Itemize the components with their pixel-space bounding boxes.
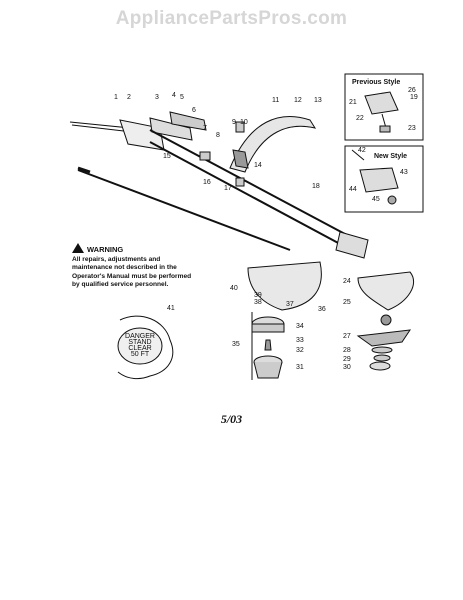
part-label: 22 [356, 115, 364, 122]
part-label: 19 [410, 94, 418, 101]
warning-icon [72, 243, 84, 253]
danger-decal [117, 327, 163, 365]
part-label: 29 [343, 356, 351, 363]
part-label: 9 [232, 119, 236, 126]
part-label: 18 [312, 183, 320, 190]
part-label: 1 [114, 94, 118, 101]
watermark: AppliancePartsPros.com [115, 8, 348, 29]
new-style-title: New Style [374, 153, 407, 160]
previous-style-box [344, 73, 424, 141]
part-label: 30 [343, 364, 351, 371]
warning-title: WARNING [87, 245, 124, 254]
part-label: 5 [180, 94, 184, 101]
part-label: 32 [296, 347, 304, 354]
part-label: 40 [230, 285, 238, 292]
part-label: 27 [343, 333, 351, 340]
guard [247, 261, 322, 311]
part-label: 37 [286, 301, 294, 308]
revision-date: 5/03 [220, 412, 243, 426]
part-label: 3 [155, 94, 159, 101]
part-label: 24 [343, 278, 351, 285]
part-label: 15 [163, 153, 171, 160]
part-label: 31 [296, 364, 304, 371]
part-label: 23 [408, 125, 416, 132]
previous-style-title: Previous Style [352, 79, 400, 86]
part-label: 44 [349, 186, 357, 193]
drive-shaft [77, 169, 291, 251]
blade-guard [357, 271, 415, 311]
part-label: 13 [314, 97, 322, 104]
part-label: 38 [254, 299, 262, 306]
blade [356, 329, 412, 347]
main-tube [149, 129, 361, 243]
part-label: 36 [318, 306, 326, 313]
part-label: 8 [216, 132, 220, 139]
part-label: 10 [240, 119, 248, 126]
part-label: 35 [232, 341, 240, 348]
new-style-box [344, 145, 424, 213]
part-label: 6 [192, 107, 196, 114]
decal-text: DANGER STAND CLEAR 50 FT [125, 333, 155, 358]
part-label: 12 [294, 97, 302, 104]
part-label: 42 [358, 147, 366, 154]
decal-line: 50 FT [131, 351, 150, 358]
part-label: 43 [400, 169, 408, 176]
part-label: 45 [372, 196, 380, 203]
warning-text: All repairs, adjustments and maintenance… [72, 255, 192, 289]
part-label: 39 [254, 292, 262, 299]
part-label: 33 [296, 337, 304, 344]
decal-line: CLEAR [128, 345, 151, 352]
part-label: 2 [127, 94, 131, 101]
part-label: 26 [408, 87, 416, 94]
part-label: 7 [203, 125, 207, 132]
warning-notice: WARNING All repairs, adjustments and mai… [72, 243, 200, 290]
decal-line: STAND [128, 339, 151, 346]
part-label: 41 [167, 305, 175, 312]
part-label: 21 [349, 99, 357, 106]
decal-line: DANGER [125, 333, 155, 340]
part-label: 17 [224, 185, 232, 192]
handle [229, 116, 317, 173]
part-label: 11 [272, 97, 279, 104]
part-label: 28 [343, 347, 351, 354]
part-label: 34 [296, 323, 304, 330]
part-label: 14 [254, 162, 262, 169]
part-label: 25 [343, 299, 351, 306]
part-label: 16 [203, 179, 211, 186]
part-labels: 1 2 3 4 5 6 7 8 9 10 11 12 13 14 15 16 1… [114, 87, 418, 371]
part-label: 4 [172, 92, 176, 99]
